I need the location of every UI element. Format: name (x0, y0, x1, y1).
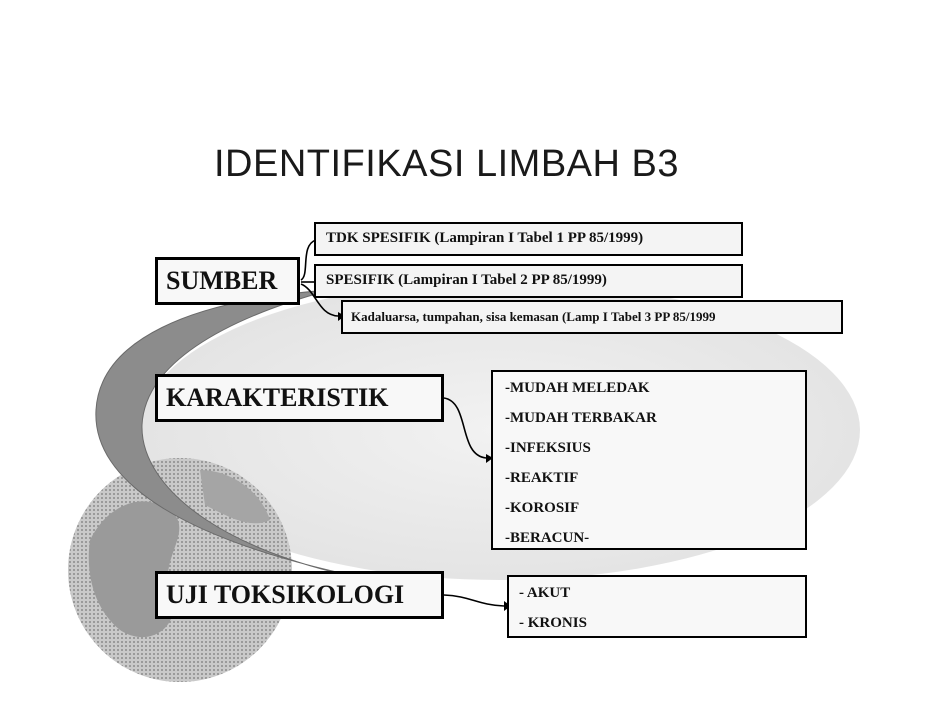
globe-icon (68, 458, 292, 682)
list-item: - KRONIS (519, 615, 587, 631)
page-title: IDENTIFIKASI LIMBAH B3 (214, 143, 679, 185)
sumber-item-tdk-spesifik: TDK SPESIFIK (Lampiran I Tabel 1 PP 85/1… (314, 222, 743, 256)
uji-toksikologi-box: UJI TOKSIKOLOGI (155, 571, 444, 619)
karakteristik-list: -MUDAH MELEDAK -MUDAH TERBAKAR -INFEKSIU… (491, 370, 807, 550)
list-item: -BERACUN- (505, 530, 590, 546)
list-item: -MUDAH MELEDAK (505, 380, 650, 396)
list-item: - AKUT (519, 585, 571, 601)
list-item: -KOROSIF (505, 500, 580, 516)
list-item: -REAKTIF (505, 470, 579, 486)
sumber-label: SUMBER (166, 266, 278, 295)
sumber-item-spesifik: SPESIFIK (Lampiran I Tabel 2 PP 85/1999) (314, 264, 743, 298)
list-item: -MUDAH TERBAKAR (505, 410, 657, 426)
uji-toksikologi-label: UJI TOKSIKOLOGI (166, 580, 405, 609)
sumber-item-kadaluarsa: Kadaluarsa, tumpahan, sisa kemasan (Lamp… (341, 300, 843, 334)
karakteristik-box: KARAKTERISTIK (155, 374, 444, 422)
karakteristik-label: KARAKTERISTIK (166, 383, 389, 412)
uji-toksikologi-list: - AKUT - KRONIS (507, 575, 807, 638)
connector-arrows (300, 239, 505, 607)
sumber-box: SUMBER (155, 257, 300, 305)
list-item: -INFEKSIUS (505, 440, 591, 456)
